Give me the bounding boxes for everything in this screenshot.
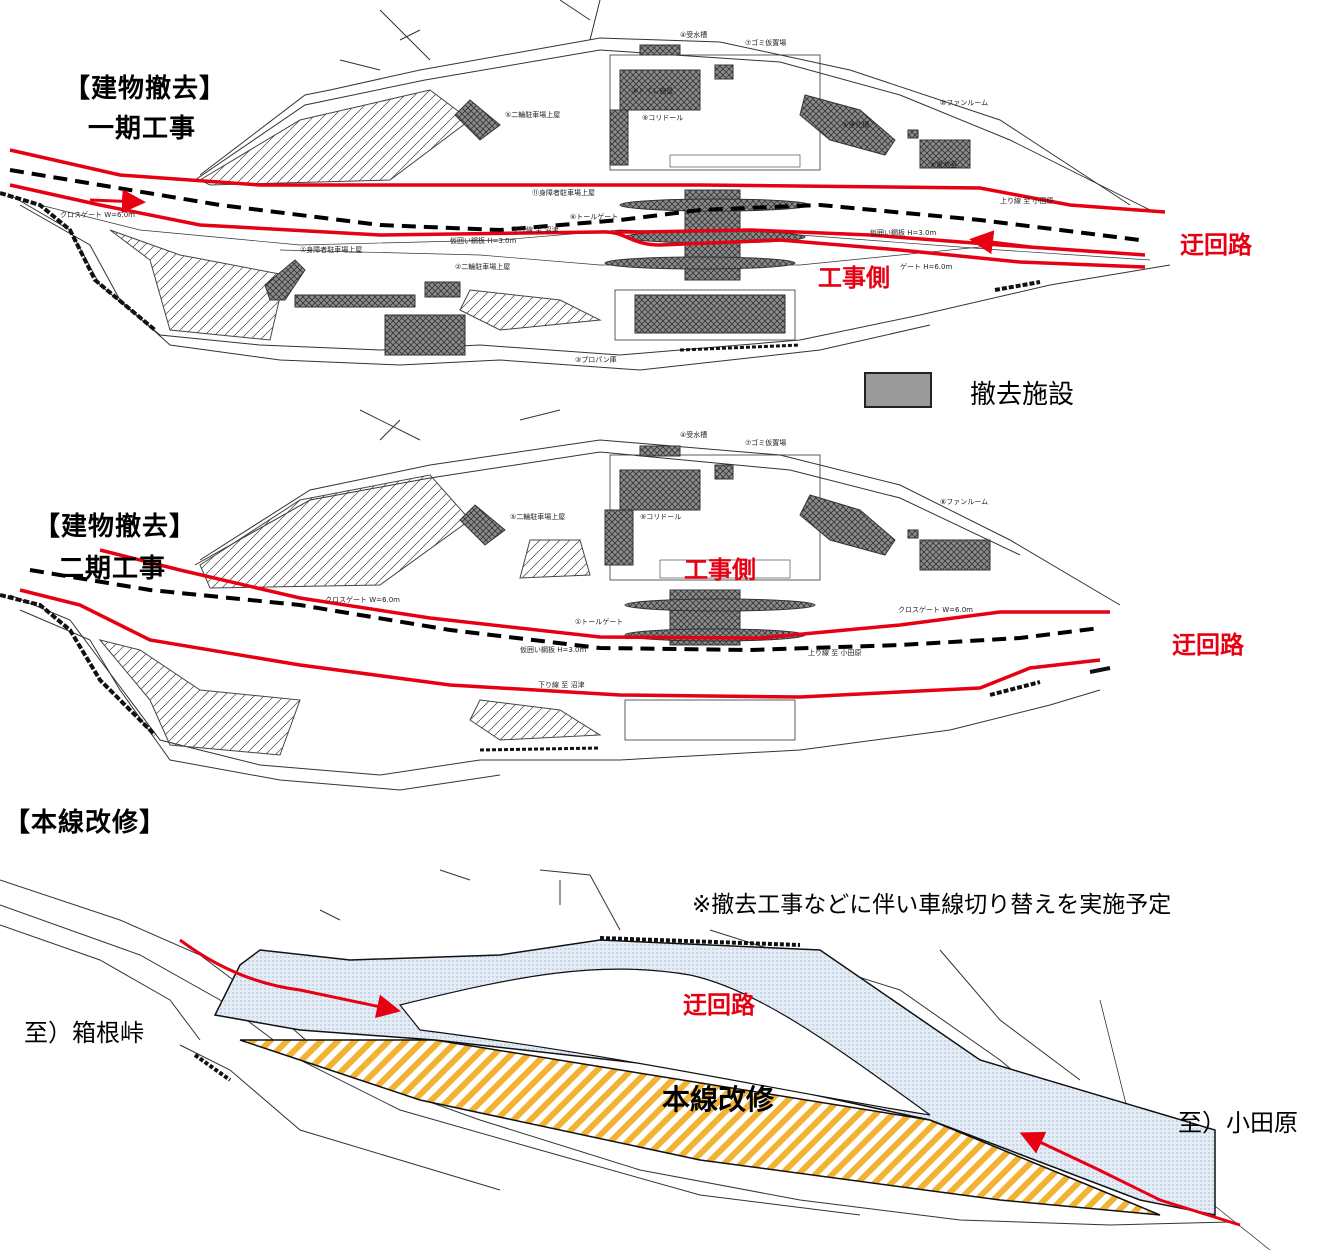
p2-annotation: ⑨コリドール xyxy=(640,513,682,521)
phase2-detour-label: 迂回路 xyxy=(1172,631,1244,659)
p2-annotation: クロスゲート W=6.0m xyxy=(898,606,973,614)
p1-annotation: 仮囲い鋼板 H=3.0m xyxy=(450,237,517,245)
mainline-plan xyxy=(0,869,1271,1250)
p2-annotation: クロスゲート W=6.0m xyxy=(325,596,400,604)
mainline-note: ※撤去工事などに伴い車線切り替えを実施予定 xyxy=(692,892,1172,918)
mainline-renovation-label: 本線改修 xyxy=(662,1083,775,1116)
p1-annotation: ⑤浄化槽 xyxy=(842,121,870,129)
phase1-detour-label: 迂回路 xyxy=(1180,231,1252,259)
phase2-title-line1: 【建物撤去】 xyxy=(34,512,197,542)
mainline-to-odawara: 至）小田原 xyxy=(1178,1109,1298,1137)
mainline-title: 【本線改修】 xyxy=(4,808,167,838)
p1-annotation: ゲート H=6.0m xyxy=(900,263,953,271)
mainline-to-hakone: 至）箱根峠 xyxy=(24,1019,144,1047)
phase1-title-line2: 一期工事 xyxy=(88,114,197,144)
legend-removed-facility-swatch xyxy=(864,372,932,408)
p1-annotation: ④受水槽 xyxy=(680,31,708,39)
p1-annotation: ⑥電気室 xyxy=(930,161,958,169)
phase2-plan xyxy=(0,409,1121,791)
p2-annotation: ⑦ゴミ仮置場 xyxy=(745,439,787,447)
p1-annotation: ⑩ファンルーム xyxy=(940,99,989,107)
p2-annotation: ⑤二輪駐車場上屋 xyxy=(510,513,566,521)
p1-annotation: ⑥トールゲート xyxy=(570,213,619,221)
p2-annotation: 下り線 至 沼津 xyxy=(538,681,585,689)
p1-annotation: 下り線 至 沼津 xyxy=(512,226,559,234)
p2-annotation: 上り線 至 小田原 xyxy=(808,649,862,657)
phase1-construction-side-label: 工事側 xyxy=(818,264,890,292)
p2-annotation: ①トールゲート xyxy=(575,618,624,626)
legend-removed-facility-label: 撤去施設 xyxy=(970,380,1075,410)
phase1-title-line1: 【建物撤去】 xyxy=(64,74,227,104)
p1-annotation: ⑦ゴミ仮置場 xyxy=(745,39,787,47)
p2-annotation: ④受水槽 xyxy=(680,431,708,439)
phase2-construction-side-label: 工事側 xyxy=(684,556,756,584)
p1-annotation: ⑪身障者駐車場上屋 xyxy=(532,189,595,197)
p1-annotation: ⑧トイレ施設 xyxy=(632,87,674,95)
p1-annotation: クロスゲート W=6.0m xyxy=(60,211,135,219)
phase2-title-line2: 二期工事 xyxy=(58,554,167,584)
p1-annotation: 仮囲い鋼板 H=3.0m xyxy=(870,229,937,237)
mainline-detour-label: 迂回路 xyxy=(683,991,755,1019)
p1-annotation: 上り線 至 小田原 xyxy=(1000,197,1054,205)
p1-annotation: ⑤二輪駐車場上屋 xyxy=(505,111,561,119)
p2-annotation: 仮囲い鋼板 H=3.0m xyxy=(520,646,587,654)
p1-annotation: ③プロパン庫 xyxy=(575,356,617,364)
phase1-plan xyxy=(0,0,1171,371)
p1-annotation: ②二輪駐車場上屋 xyxy=(455,263,511,271)
p1-annotation: ⑨コリドール xyxy=(642,114,684,122)
p1-annotation: ①身障者駐車場上屋 xyxy=(300,246,363,254)
p2-annotation: ⑧ファンルーム xyxy=(940,498,989,506)
